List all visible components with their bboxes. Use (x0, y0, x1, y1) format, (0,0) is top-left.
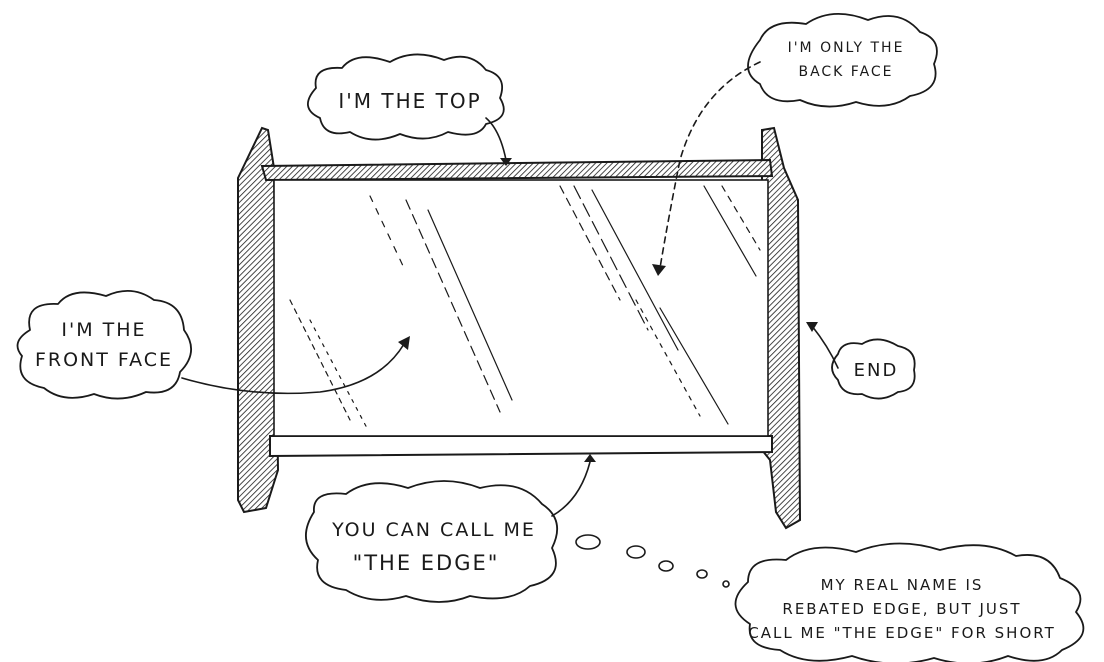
label-back-face-line1: I'M ONLY THE (788, 40, 905, 56)
cloud-edge (305, 480, 559, 603)
pointer-front-face (181, 343, 405, 395)
arrowhead-back-face-icon (652, 264, 666, 276)
reflection-streaks (289, 185, 761, 431)
front-face-panel (273, 179, 769, 437)
pointer-top (485, 117, 507, 161)
arrowhead-front-face-icon (398, 336, 410, 350)
thought-bubbles (575, 534, 730, 588)
left-end-piece (237, 126, 280, 514)
arrowheads (398, 158, 818, 462)
pointer-back-face (659, 61, 761, 269)
labels: I'M THE TOP I'M ONLY THE BACK FACE I'M T… (35, 40, 1056, 642)
label-real-name-line3: CALL ME "THE EDGE" FOR SHORT (748, 624, 1056, 642)
cloud-top (307, 53, 505, 141)
label-end: END (854, 360, 899, 381)
board (237, 126, 802, 530)
right-end-piece (761, 126, 802, 530)
label-real-name-line1: MY REAL NAME IS (821, 576, 984, 594)
bottom-rail (269, 435, 773, 458)
pointer-lines (181, 61, 839, 517)
label-front-face-line2: FRONT FACE (35, 349, 173, 371)
label-front-face-line1: I'M THE (61, 319, 146, 341)
label-edge-line1: YOU CAN CALL ME (331, 519, 536, 541)
arrowhead-end-icon (806, 322, 818, 332)
clouds (16, 12, 1085, 662)
cloud-end (831, 338, 916, 400)
arrowhead-edge-icon (584, 454, 596, 462)
cloud-front-face (16, 290, 192, 400)
top-rail (260, 158, 774, 182)
pointer-edge (551, 461, 591, 517)
label-edge-line2: "THE EDGE" (353, 551, 500, 575)
label-back-face-line2: BACK FACE (798, 64, 893, 80)
label-real-name-line2: REBATED EDGE, BUT JUST (782, 600, 1021, 618)
arrowhead-top-icon (500, 158, 512, 166)
pointer-end (811, 325, 839, 369)
cloud-real-name (734, 542, 1085, 662)
cloud-back-face (747, 12, 938, 108)
label-top: I'M THE TOP (338, 89, 481, 113)
